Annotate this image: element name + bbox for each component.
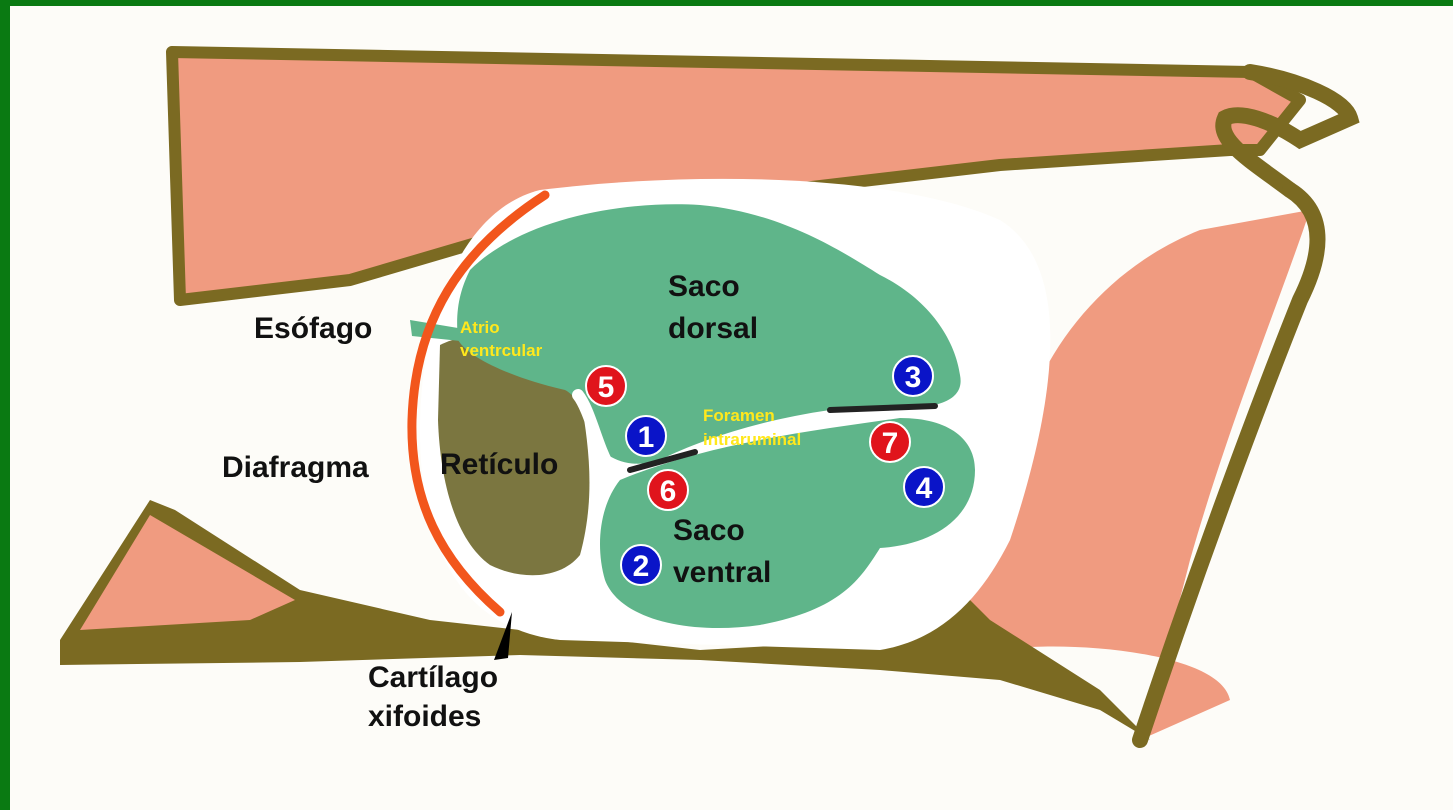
label-ventral-sac-2: ventral: [673, 556, 771, 589]
label-diaphragm: Diafragma: [222, 451, 369, 484]
marker-3: 3: [893, 356, 933, 396]
svg-text:3: 3: [905, 361, 922, 394]
label-reticulum: Retículo: [440, 448, 558, 481]
label-esophagus: Esófago: [254, 312, 372, 345]
label-xiphoid: xifoides: [368, 700, 481, 733]
label-atrio: Atrio: [460, 318, 500, 337]
label-ventral-sac-1: Saco: [673, 514, 745, 547]
svg-text:1: 1: [638, 421, 655, 454]
label-ventricular: ventrcular: [460, 341, 543, 360]
svg-text:4: 4: [916, 472, 933, 505]
marker-6: 6: [648, 470, 688, 510]
svg-text:2: 2: [633, 550, 650, 583]
label-cartilage: Cartílago: [368, 661, 498, 694]
label-dorsal-sac-1: Saco: [668, 270, 740, 303]
svg-text:6: 6: [660, 475, 677, 508]
svg-text:7: 7: [882, 427, 899, 460]
marker-5: 5: [586, 366, 626, 406]
marker-2: 2: [621, 545, 661, 585]
pillar-caudal: [830, 406, 935, 410]
marker-4: 4: [904, 467, 944, 507]
label-dorsal-sac-2: dorsal: [668, 312, 758, 345]
svg-text:5: 5: [598, 371, 615, 404]
rumen-anatomy-diagram: Esófago Atrio ventrcular Diafragma Retíc…: [10, 6, 1453, 810]
marker-1: 1: [626, 416, 666, 456]
marker-7: 7: [870, 422, 910, 462]
label-intraruminal: intraruminal: [703, 430, 801, 449]
label-foramen: Foramen: [703, 406, 775, 425]
